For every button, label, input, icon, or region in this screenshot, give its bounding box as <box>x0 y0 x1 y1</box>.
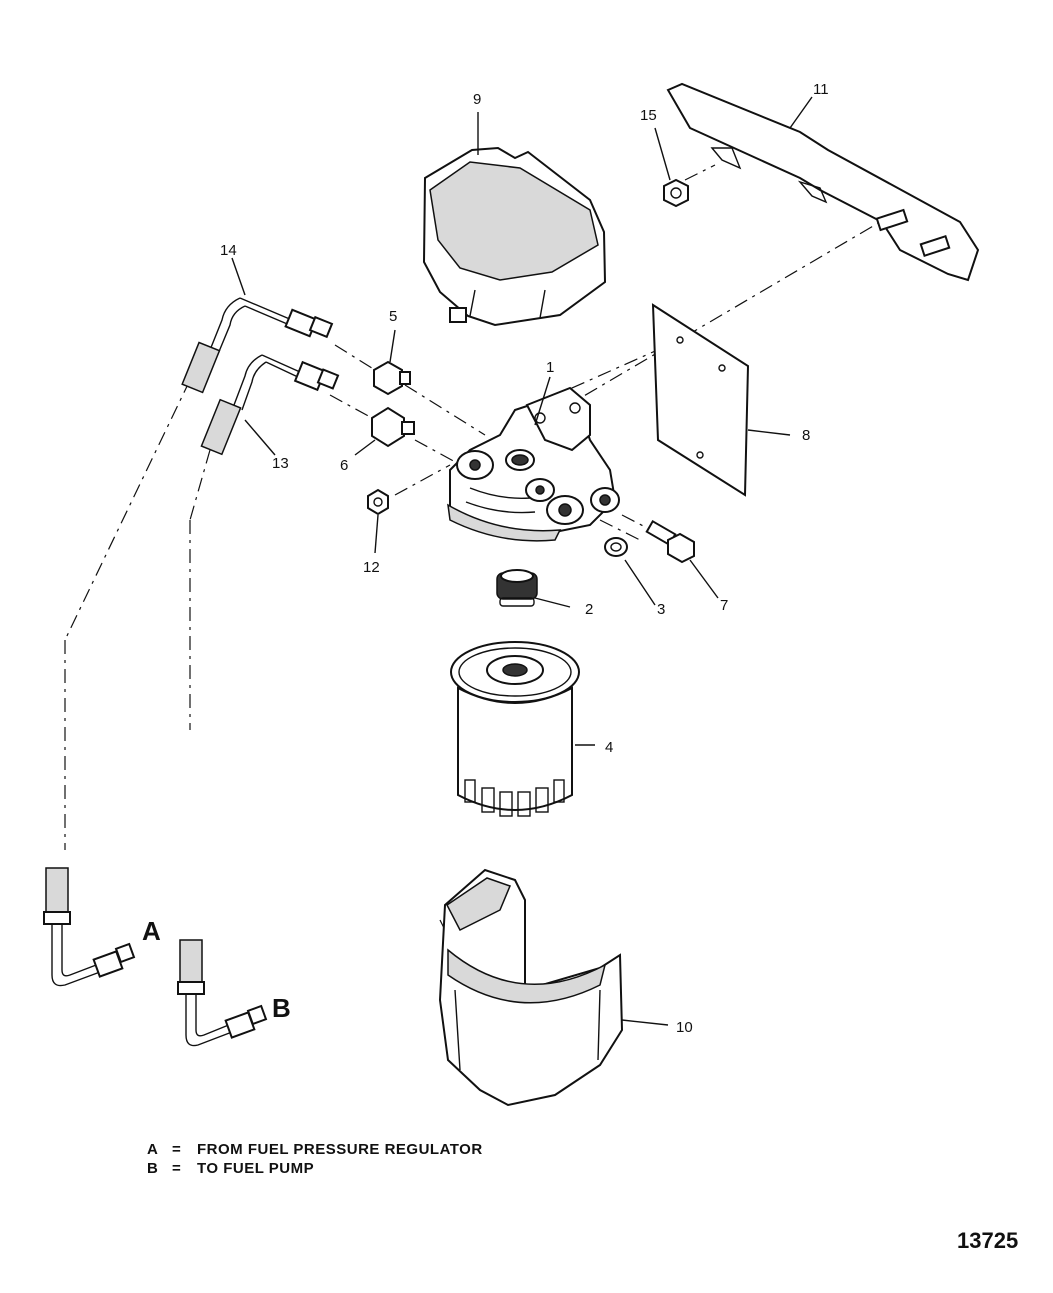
drain-plug <box>496 569 538 607</box>
callout-1: 1 <box>546 359 554 376</box>
small-nut <box>604 537 628 557</box>
callout-13: 13 <box>272 455 289 472</box>
fitting-6 <box>371 406 415 448</box>
legend-text-a: FROM FUEL PRESSURE REGULATOR <box>197 1141 483 1158</box>
callouts: 1 2 3 4 5 6 7 8 9 10 11 12 13 14 15 <box>220 81 829 1036</box>
fuel-line-14 <box>181 297 334 394</box>
letter-b: B <box>272 993 291 1023</box>
callout-6: 6 <box>340 457 348 474</box>
mounting-bracket <box>666 82 980 282</box>
fuel-filter <box>450 641 580 817</box>
callout-4: 4 <box>605 739 613 756</box>
fitting-5 <box>373 360 411 396</box>
figure-number: 13725 <box>957 1228 1018 1253</box>
callout-5: 5 <box>389 308 397 325</box>
legend: A = FROM FUEL PRESSURE REGULATOR B = TO … <box>147 1141 483 1177</box>
fitting-b <box>177 939 268 1047</box>
legend-eq-a: = <box>172 1141 181 1158</box>
bracket-nut <box>663 178 689 208</box>
filter-head <box>447 386 620 542</box>
callout-3: 3 <box>657 601 665 618</box>
legend-text-b: TO FUEL PUMP <box>197 1160 314 1177</box>
mounting-plate <box>651 303 750 497</box>
legend-eq-b: = <box>172 1160 181 1177</box>
screw <box>645 519 695 564</box>
callout-11: 11 <box>813 81 829 98</box>
callout-2: 2 <box>585 601 593 618</box>
callout-10: 10 <box>676 1019 693 1036</box>
callout-12: 12 <box>363 559 380 576</box>
legend-key-a: A <box>147 1141 158 1158</box>
fuel-line-13 <box>200 354 340 456</box>
legend-key-b: B <box>147 1160 158 1177</box>
callout-15: 15 <box>640 107 657 124</box>
fitting-a <box>43 867 136 987</box>
lower-shield <box>438 868 624 1107</box>
upper-shield <box>422 146 607 327</box>
callout-14: 14 <box>220 242 237 259</box>
letter-a: A <box>142 916 161 946</box>
callout-8: 8 <box>802 427 810 444</box>
leader-lines <box>231 96 813 1026</box>
callout-9: 9 <box>473 91 481 108</box>
nut-12 <box>367 488 389 516</box>
callout-7: 7 <box>720 597 728 614</box>
